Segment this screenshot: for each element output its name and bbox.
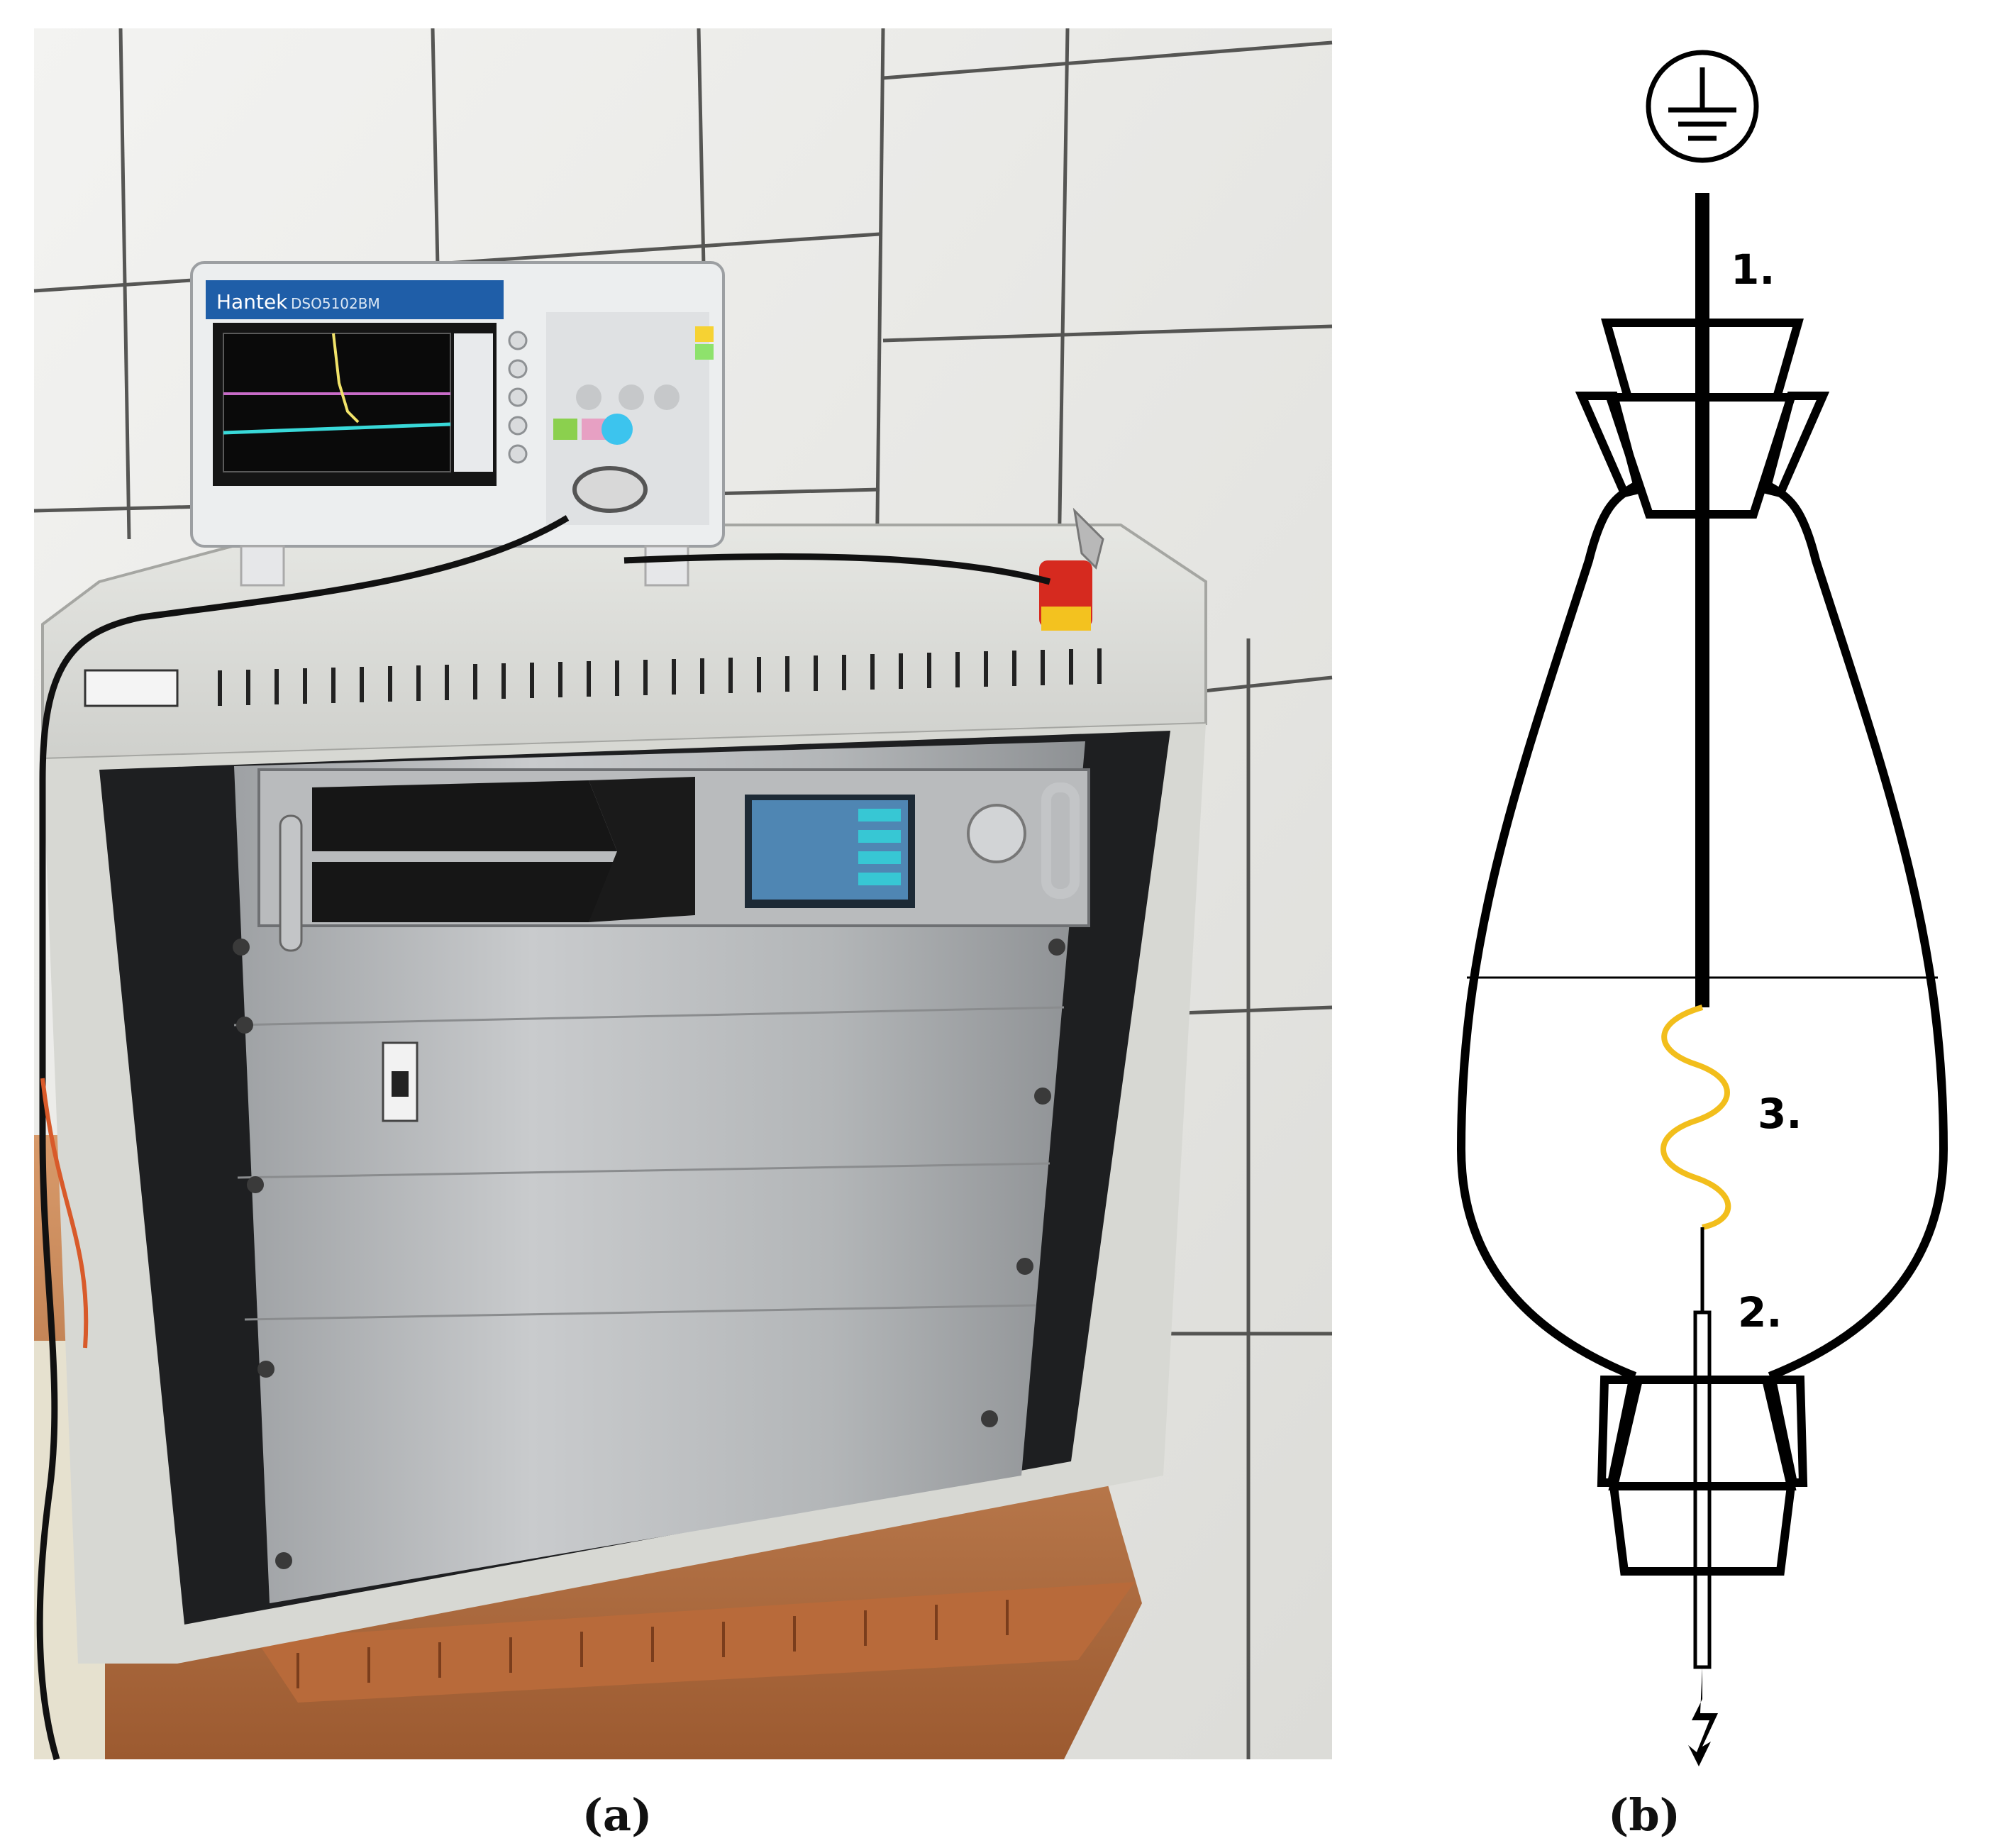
label-electrode-1: 1. xyxy=(1731,245,1775,294)
panel-a-photo: Hantek DSO5102BM xyxy=(33,28,1333,1761)
panel-a-caption: (a) xyxy=(582,1789,653,1841)
panel-b-caption: (b) xyxy=(1608,1789,1680,1841)
vessel-outline xyxy=(1457,481,1948,1381)
panel-b-diagram: 1. 3. 2. xyxy=(1457,50,1948,1766)
label-electrode-2: 2. xyxy=(1738,1288,1782,1337)
emergency-stop xyxy=(1039,507,1104,631)
label-filament-3: 3. xyxy=(1758,1090,1802,1138)
cables xyxy=(36,515,1051,1761)
bottom-stopper xyxy=(1597,1376,1808,1576)
oscilloscope: Hantek DSO5102BM xyxy=(190,261,725,587)
electrode-1-rod xyxy=(1695,193,1709,1007)
rack-cabinet xyxy=(41,524,1207,1664)
ground-icon xyxy=(1646,50,1759,163)
lightning-icon xyxy=(1688,1667,1718,1766)
filament-3 xyxy=(1660,1005,1731,1230)
scope-brand-label: Hantek xyxy=(216,290,288,314)
scope-model-label: DSO5102BM xyxy=(291,295,380,312)
top-stopper xyxy=(1575,319,1830,519)
electrode-2-rod xyxy=(1693,1227,1712,1669)
